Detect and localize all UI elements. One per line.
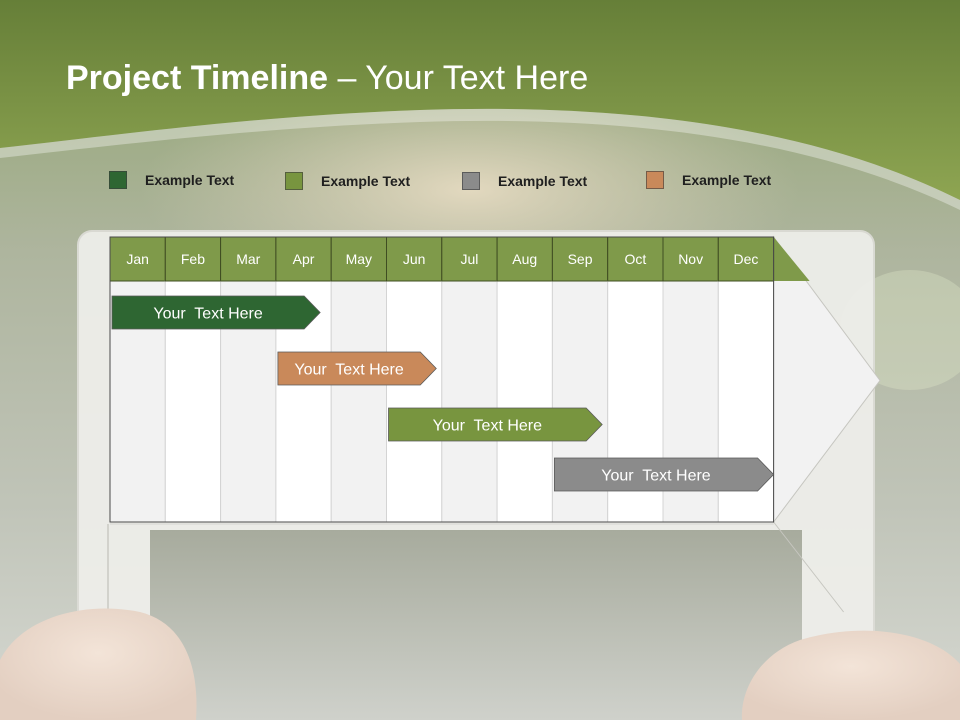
month-header-cell: [717, 236, 775, 282]
month-label: Dec: [733, 251, 758, 267]
task-bar-label: Your Text Here: [433, 418, 543, 435]
legend-label: Example Text: [682, 172, 772, 188]
month-header-cell: [496, 236, 553, 282]
task-bar: [388, 407, 603, 442]
legend-label: Example Text: [321, 173, 411, 189]
month-label: Aug: [512, 251, 537, 267]
legend-item-4: Example Text: [646, 171, 771, 189]
title-bold: Project Timeline: [66, 59, 329, 97]
slide-title: Project Timeline – Your Text Here: [66, 58, 588, 99]
month-label: Jul: [460, 251, 478, 267]
legend-item-2: Example Text: [285, 172, 410, 190]
month-label: Jan: [126, 251, 149, 267]
task-bar: [554, 457, 775, 492]
month-header-cell: [220, 236, 277, 282]
month-label: Jun: [403, 251, 426, 267]
month-column: [386, 280, 443, 523]
month-column: [330, 280, 388, 523]
month-label: Apr: [293, 251, 315, 267]
timeline-frame: [109, 236, 775, 523]
month-column: [441, 280, 498, 523]
arrow-reflection-line: [773, 521, 844, 613]
legend-swatch: [462, 172, 480, 190]
month-header-cell: [164, 236, 222, 282]
task-bar-label: Your Text Here: [294, 362, 404, 379]
legend-swatch: [646, 171, 664, 189]
month-label: Sep: [568, 251, 593, 267]
task-bar-label: Your Text Here: [601, 468, 711, 485]
legend-label: Example Text: [145, 172, 235, 188]
legend-item-3: Example Text: [462, 172, 587, 190]
title-rest: – Your Text Here: [328, 59, 589, 97]
month-label: Feb: [181, 251, 205, 267]
month-label: Oct: [624, 251, 646, 267]
legend-swatch: [109, 171, 127, 189]
month-column: [496, 280, 553, 523]
month-label: Mar: [236, 251, 260, 267]
task-bar: [277, 351, 437, 386]
legend-item-1: Example Text: [109, 171, 234, 189]
month-header-cell: [607, 236, 664, 282]
month-header-cell: [109, 236, 166, 282]
task-bar: [111, 295, 321, 330]
legend-label: Example Text: [498, 173, 588, 189]
task-bar-label: Your Text Here: [153, 306, 263, 323]
month-label: May: [346, 251, 372, 267]
month-header-cell: [275, 236, 332, 282]
month-header-cell: [441, 236, 498, 282]
legend-swatch: [285, 172, 303, 190]
timeline-arrow-header: [773, 237, 810, 281]
month-label: Nov: [678, 251, 703, 267]
month-header-cell: [551, 236, 609, 282]
